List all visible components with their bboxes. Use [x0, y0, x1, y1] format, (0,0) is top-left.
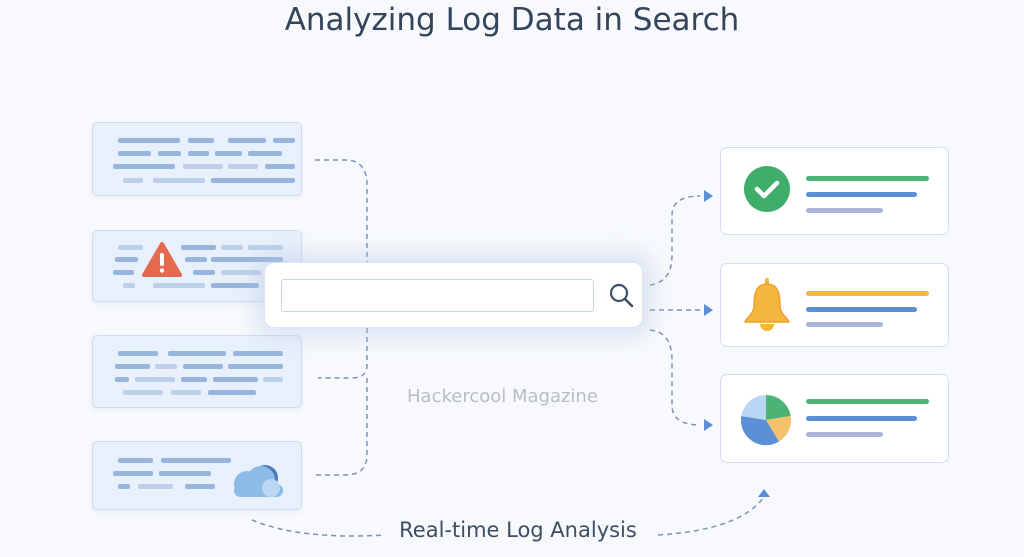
- watermark: Hackercool Magazine: [407, 386, 598, 407]
- search-box: [264, 262, 643, 328]
- warning-icon: [142, 242, 182, 277]
- page-title: Analyzing Log Data in Search: [284, 2, 740, 38]
- bell-icon: [743, 278, 791, 331]
- pie-chart-icon: [740, 395, 792, 446]
- log-source-card: [92, 335, 302, 408]
- log-source-card: [92, 122, 302, 196]
- cloud-icon: [234, 465, 283, 497]
- search-icon[interactable]: [607, 281, 637, 311]
- output-card-success: [720, 147, 949, 235]
- footer-label: Real-time Log Analysis: [399, 518, 637, 542]
- log-source-card-cloud: [92, 441, 302, 510]
- search-input[interactable]: [281, 279, 594, 312]
- check-circle-icon: [744, 166, 790, 212]
- output-card-alert: [720, 263, 949, 347]
- output-card-analytics: [720, 374, 949, 463]
